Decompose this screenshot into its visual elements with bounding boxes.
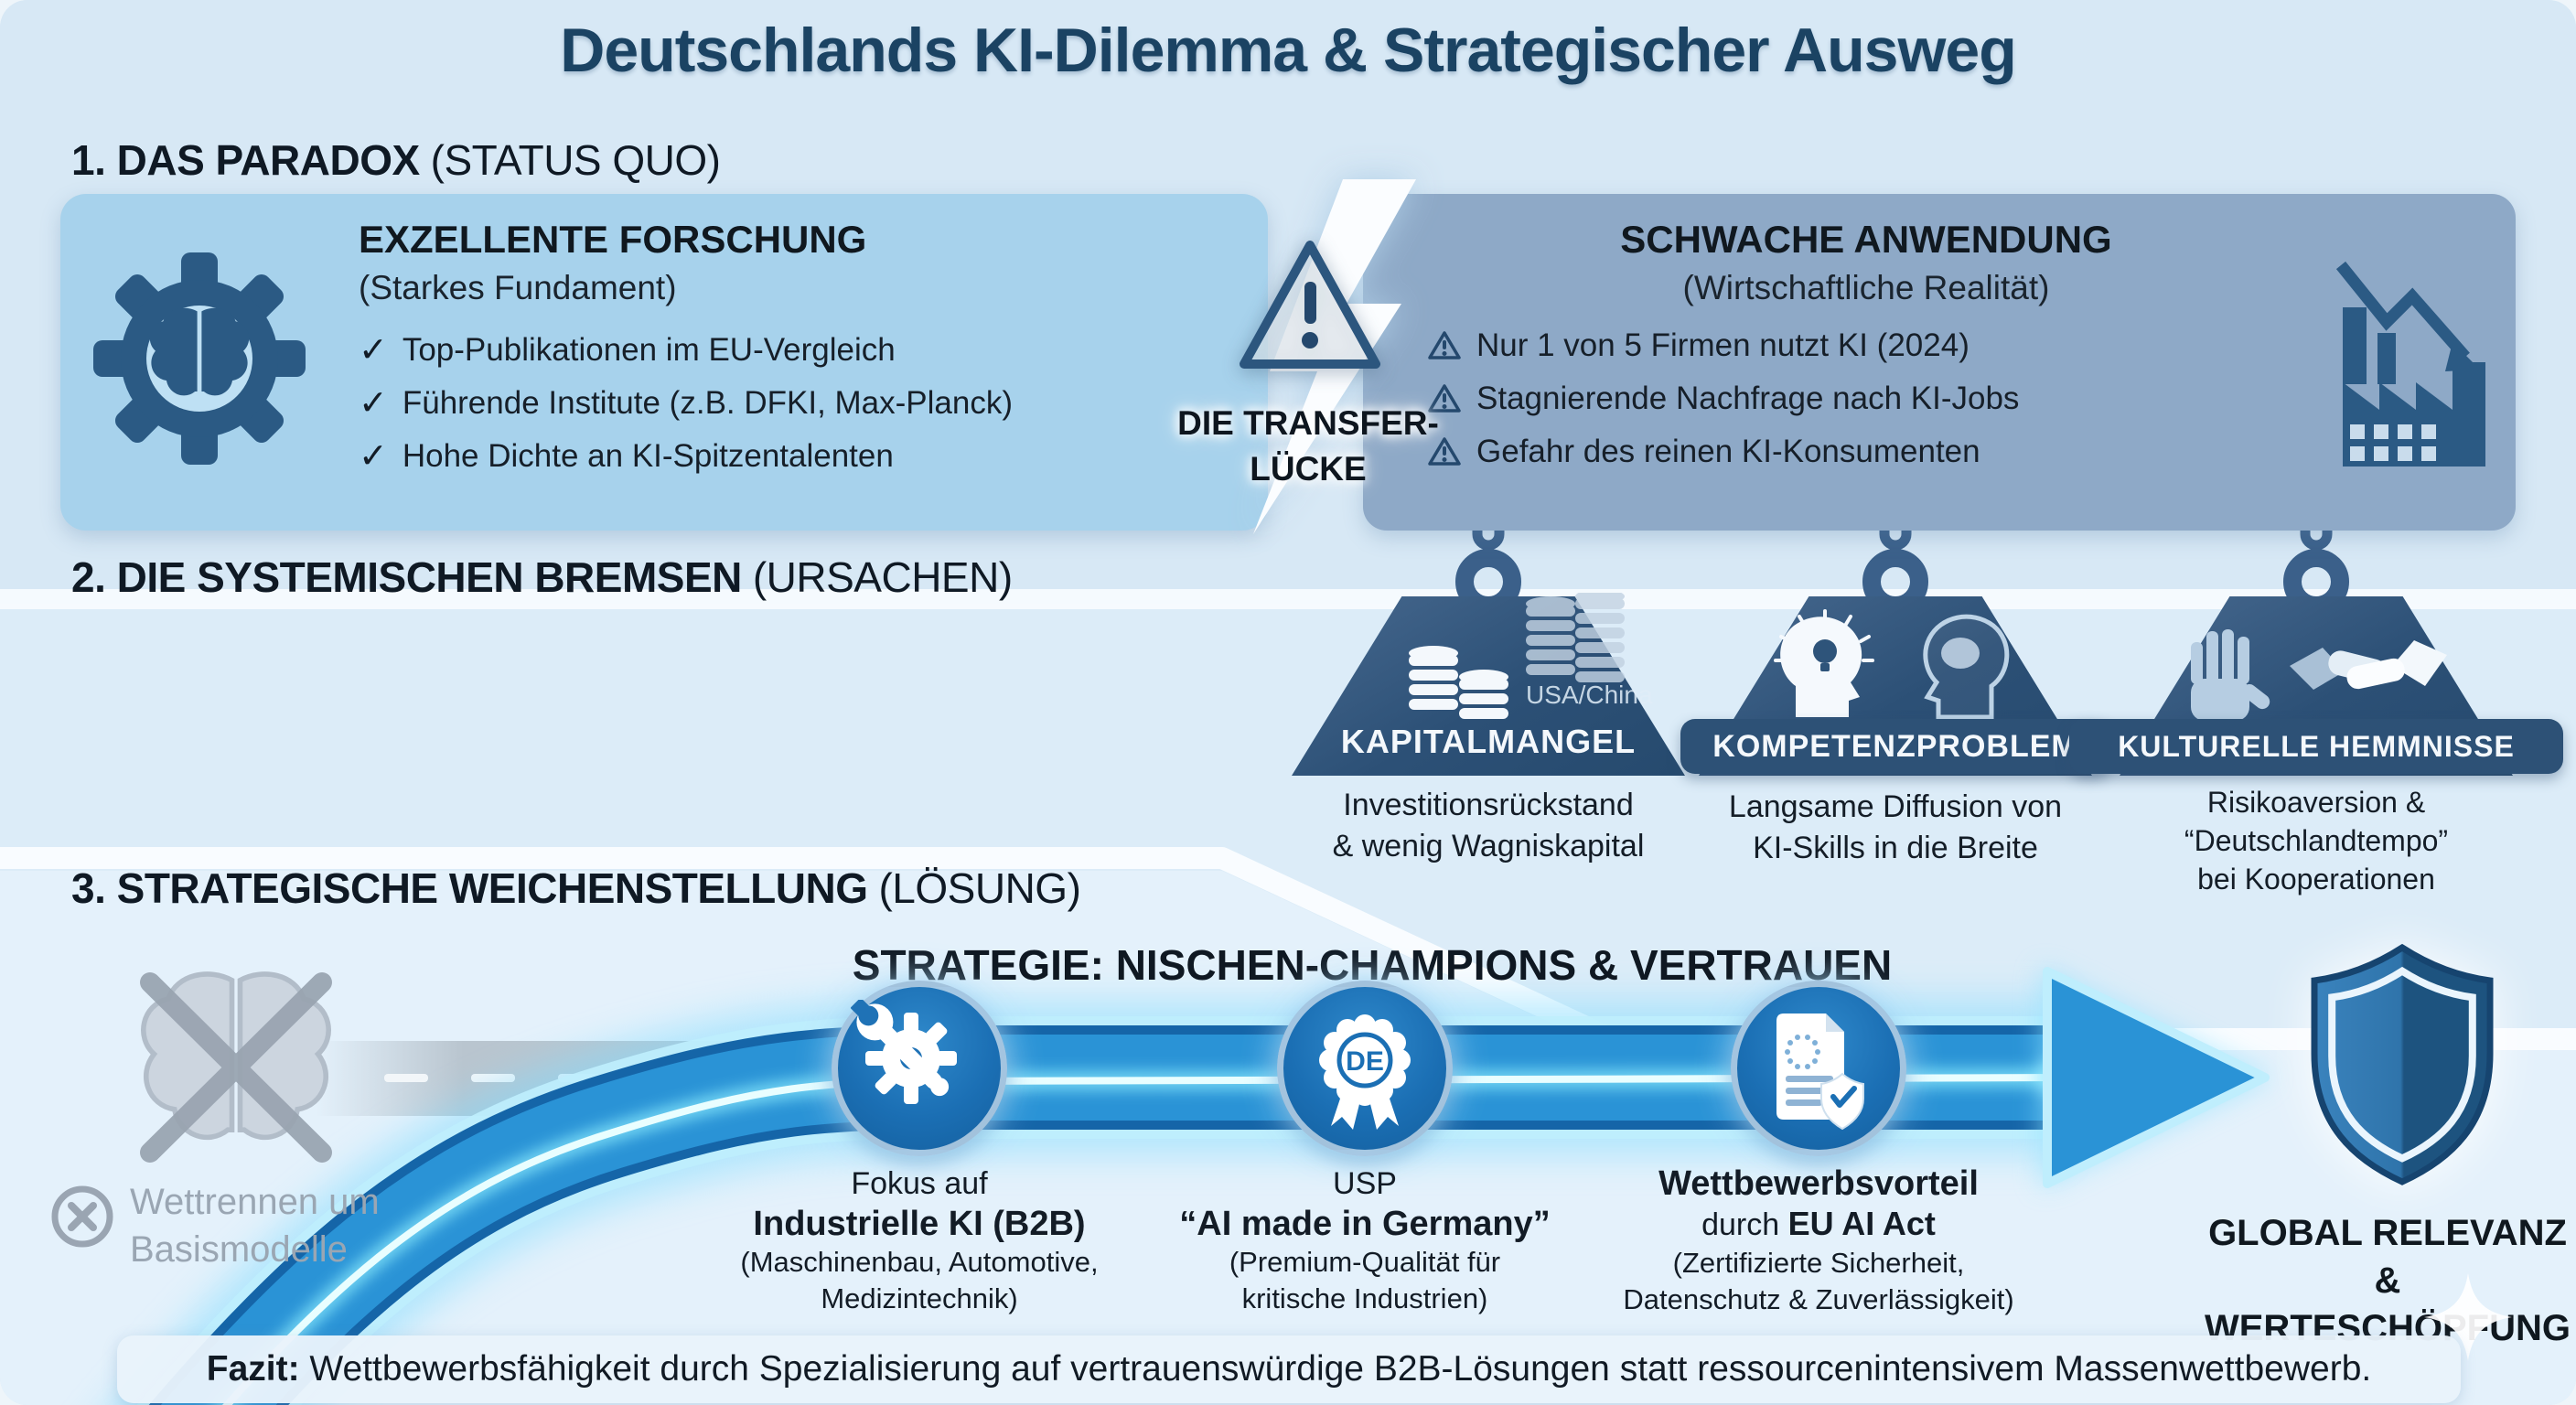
transfer-gap-label: DIE TRANSFER- LÜCKE bbox=[1162, 401, 1454, 492]
culture-icons bbox=[2191, 629, 2447, 721]
handshake-icon bbox=[2290, 640, 2447, 690]
goal-label: GLOBAL RELEVANZ & WERTESCHÖPFUNG bbox=[2205, 1213, 2571, 1348]
check-icon: ✓ bbox=[359, 384, 388, 423]
x-circle-icon bbox=[51, 1185, 113, 1248]
warning-small-icon bbox=[1428, 437, 1461, 466]
research-item-label: Top-Publikationen im EU-Vergleich bbox=[402, 331, 896, 368]
sparkle-icon bbox=[2424, 1273, 2512, 1361]
section1-heading-normal: (STATUS QUO) bbox=[430, 136, 721, 184]
rejected-label: Wettrennen um Basismodelle bbox=[130, 1182, 380, 1270]
check-icon: ✓ bbox=[359, 437, 388, 476]
gear-wrench-icon bbox=[851, 1000, 957, 1104]
application-subtitle: (Wirtschaftliche Realität) bbox=[1682, 269, 2050, 306]
footer-text: Fazit: Wettbewerbsfähigkeit durch Spezia… bbox=[206, 1349, 2372, 1389]
section1-heading-bold: 1. DAS PARADOX bbox=[71, 136, 420, 184]
transfer-gap-line1: DIE TRANSFER- bbox=[1177, 404, 1439, 442]
application-item-label: Nur 1 von 5 Firmen nutzt KI (2024) bbox=[1476, 327, 1970, 363]
application-item: Nur 1 von 5 Firmen nutzt KI (2024) bbox=[1427, 327, 1970, 364]
weight-label: KULTURELLE HEMMNISSE bbox=[2069, 719, 2563, 774]
coins-icon bbox=[1409, 593, 1625, 719]
section1-heading: 1. DAS PARADOX(STATUS QUO) bbox=[71, 135, 721, 185]
step-caption-industrial: Fokus auf Industrielle KI (B2B) (Maschin… bbox=[740, 1166, 1099, 1314]
weight-caption: Risikoaversion & “Deutschlandtempo” bei … bbox=[2184, 786, 2449, 896]
eu-act-document-icon bbox=[1776, 1014, 1864, 1131]
weight-label: KOMPETENZPROBLEM bbox=[1680, 719, 2110, 774]
check-icon: ✓ bbox=[359, 331, 388, 370]
warning-small-icon bbox=[1428, 384, 1461, 413]
section2-heading: 2. DIE SYSTEMISCHEN BREMSEN(URSACHEN) bbox=[71, 552, 1013, 602]
section2-heading-bold: 2. DIE SYSTEMISCHEN BREMSEN bbox=[71, 553, 742, 601]
section3-heading: 3. STRATEGISCHE WEICHENSTELLUNG(LÖSUNG) bbox=[71, 863, 1081, 913]
de-badge-icon: DE bbox=[1319, 1014, 1411, 1130]
warning-triangle-icon bbox=[1240, 241, 1380, 369]
research-item: ✓ Führende Institute (z.B. DFKI, Max-Pla… bbox=[359, 382, 1013, 424]
section3-heading-normal: (LÖSUNG) bbox=[878, 864, 1081, 912]
research-title: EXZELLENTE FORSCHUNG bbox=[359, 218, 867, 261]
step-caption-usp: USP “AI made in Germany” (Premium-Qualit… bbox=[1179, 1166, 1551, 1314]
application-item-label: Stagnierende Nachfrage nach KI-Jobs bbox=[1476, 381, 2020, 416]
warning-small-icon bbox=[1428, 331, 1461, 359]
de-badge-text: DE bbox=[1346, 1046, 1384, 1077]
research-item: ✓ Hohe Dichte an KI-Spitzentalenten bbox=[359, 435, 894, 477]
application-panel bbox=[1363, 194, 2516, 531]
weight-caption: Investitionsrückstand & wenig Wagniskapi… bbox=[1332, 788, 1645, 863]
research-item-label: Führende Institute (z.B. DFKI, Max-Planc… bbox=[402, 384, 1014, 421]
application-item: Gefahr des reinen KI-Konsumenten bbox=[1427, 434, 1980, 470]
crossed-brain-icon bbox=[140, 971, 332, 1163]
application-title: SCHWACHE ANWENDUNG bbox=[1620, 218, 2112, 261]
gear-brain-icon bbox=[93, 252, 306, 465]
research-subtitle: (Starkes Fundament) bbox=[359, 269, 677, 306]
factory-decline-icon bbox=[2335, 261, 2485, 467]
usa-china-tag: USA/China bbox=[1526, 681, 1653, 709]
section2-heading-normal: (URSACHEN) bbox=[752, 553, 1013, 601]
page-title: Deutschlands KI-Dilemma & Strategischer … bbox=[560, 16, 2016, 85]
weight-caption: Langsame Diffusion von KI-Skills in die … bbox=[1728, 789, 2063, 865]
heads-competence-icon bbox=[1774, 609, 2010, 720]
footer-bar: Fazit: Wettbewerbsfähigkeit durch Spezia… bbox=[117, 1335, 2461, 1403]
application-item-label: Gefahr des reinen KI-Konsumenten bbox=[1476, 434, 1980, 469]
stop-hand-icon bbox=[2191, 629, 2270, 721]
step-caption-euact: Wettbewerbsvorteil durch EU AI Act (Zert… bbox=[1623, 1164, 2014, 1315]
application-item: Stagnierende Nachfrage nach KI-Jobs bbox=[1427, 381, 2019, 417]
goal-shield-icon bbox=[2311, 943, 2494, 1185]
research-item: ✓ Top-Publikationen im EU-Vergleich bbox=[359, 329, 896, 370]
transfer-gap-line2: LÜCKE bbox=[1250, 450, 1367, 488]
section3-heading-bold: 3. STRATEGISCHE WEICHENSTELLUNG bbox=[71, 864, 868, 912]
weight-label: KAPITALMANGEL bbox=[1340, 723, 1637, 760]
research-item-label: Hohe Dichte an KI-Spitzentalenten bbox=[402, 437, 894, 474]
